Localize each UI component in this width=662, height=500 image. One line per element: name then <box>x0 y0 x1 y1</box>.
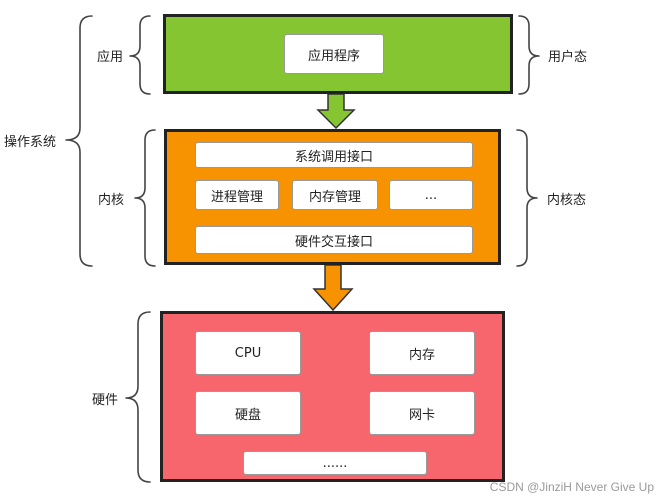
disk-box: 硬盘 <box>195 391 301 435</box>
memory-box: 内存 <box>369 331 475 375</box>
memory-management-box: 内存管理 <box>292 180 378 210</box>
user-mode-label: 用户态 <box>548 50 588 65</box>
kernel-label: 内核 <box>98 193 125 208</box>
syscall-interface-box: 系统调用接口 <box>195 142 473 168</box>
kernel-more-box: ... <box>389 180 473 210</box>
hardware-layer: CPU 内存 硬盘 网卡 ...... <box>160 311 505 482</box>
os-label: 操作系统 <box>4 135 57 150</box>
os-brace-icon <box>65 15 93 267</box>
cpu-box: CPU <box>195 331 301 375</box>
nic-box: 网卡 <box>369 391 475 435</box>
application-program-box: 应用程序 <box>284 34 384 74</box>
kernel-mode-brace-icon <box>516 129 538 267</box>
hardware-brace-icon <box>125 311 151 483</box>
hardware-interface-box: 硬件交互接口 <box>195 226 473 254</box>
kernel-brace-icon <box>134 129 156 267</box>
process-management-box: 进程管理 <box>195 180 279 210</box>
hardware-label: 硬件 <box>92 393 119 408</box>
kernel-mode-label: 内核态 <box>547 193 587 208</box>
application-layer: 应用程序 <box>163 14 513 94</box>
hardware-more-box: ...... <box>243 451 427 475</box>
app-brace-icon <box>129 15 151 95</box>
down-arrow-icon <box>312 264 354 312</box>
kernel-layer: 系统调用接口 进程管理 内存管理 ... 硬件交互接口 <box>164 129 501 265</box>
user-mode-brace-icon <box>518 15 540 95</box>
watermark: CSDN @JinziH Never Give Up <box>489 480 654 494</box>
down-arrow-icon <box>316 93 356 130</box>
application-label: 应用 <box>97 50 124 65</box>
